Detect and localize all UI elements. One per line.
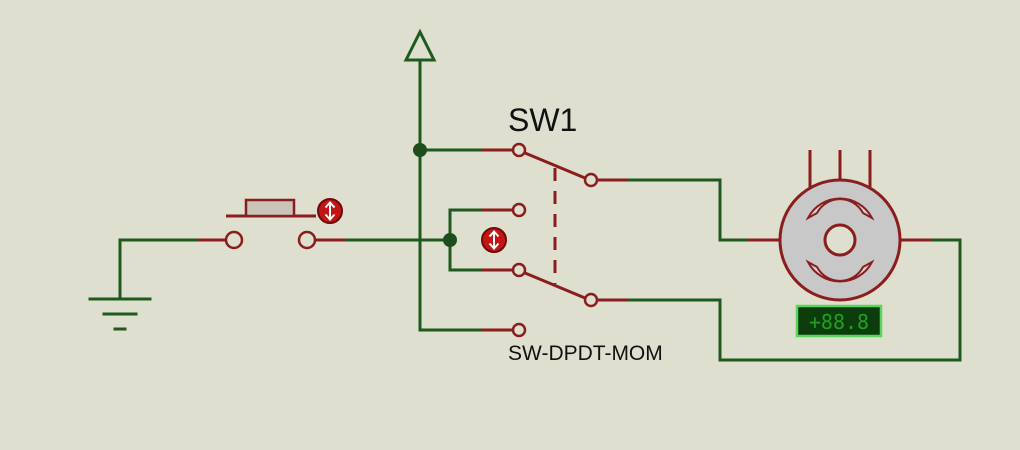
toggle-arrows-icon[interactable] bbox=[481, 227, 507, 253]
switch-ref-label: SW1 bbox=[508, 102, 577, 138]
dpdt-switch[interactable] bbox=[482, 142, 628, 338]
junction-dot bbox=[443, 233, 457, 247]
ground-terminal[interactable] bbox=[88, 238, 152, 331]
wire-power-rail bbox=[418, 148, 484, 332]
junction-dot bbox=[413, 143, 427, 157]
wire-switch-to-motor-bottom bbox=[626, 238, 962, 362]
push-button-cap[interactable] bbox=[244, 198, 296, 218]
power-terminal[interactable] bbox=[403, 28, 437, 152]
switch-part-label: SW-DPDT-MOM bbox=[508, 342, 663, 365]
motor-speed-value: +88.8 bbox=[809, 310, 869, 334]
push-button[interactable] bbox=[198, 198, 345, 250]
toggle-arrows-icon[interactable] bbox=[317, 198, 343, 224]
power-arrow-icon bbox=[403, 28, 437, 152]
wire-button-to-switch bbox=[343, 208, 484, 272]
wire-switch-to-motor-top bbox=[626, 178, 750, 242]
ground-icon bbox=[88, 238, 152, 331]
dc-motor[interactable] bbox=[748, 150, 932, 302]
motor-speed-display: +88.8 bbox=[795, 304, 883, 338]
